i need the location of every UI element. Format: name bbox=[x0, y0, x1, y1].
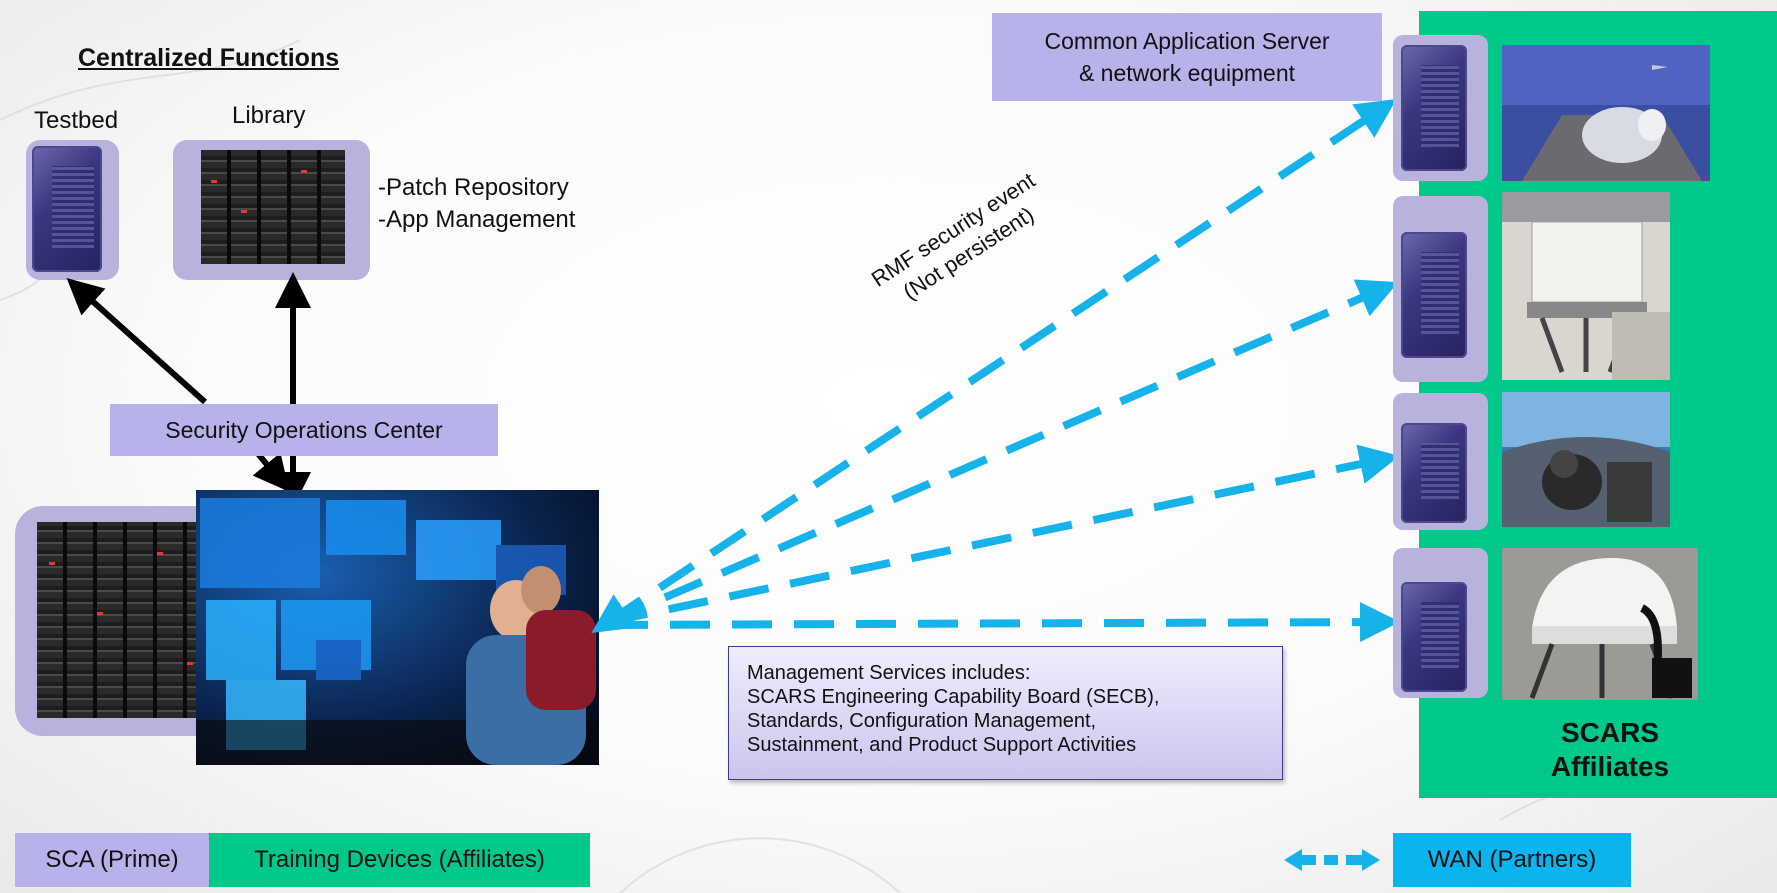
server-icon bbox=[1401, 45, 1467, 171]
centralized-functions-title: Centralized Functions bbox=[78, 44, 340, 72]
arrow-to-testbed bbox=[66, 277, 208, 405]
operations-photo bbox=[196, 490, 599, 765]
affiliate-server-tile-3 bbox=[1393, 393, 1488, 530]
library-item-app-management: -App Management bbox=[378, 206, 576, 233]
cas-line1: Common Application Server bbox=[1044, 28, 1330, 54]
legend-wan-partners: WAN (Partners) bbox=[1393, 833, 1631, 887]
management-line-4: Sustainment, and Product Support Activit… bbox=[747, 734, 1137, 756]
scars-affiliates-label: SCARS Affiliates bbox=[1510, 716, 1710, 784]
common-application-server-label: Common Application Server & network equi… bbox=[992, 13, 1382, 101]
wan-arrow-1 bbox=[591, 98, 1397, 634]
affiliate-server-tile-4 bbox=[1393, 548, 1488, 698]
management-line-2: SCARS Engineering Capability Board (SECB… bbox=[747, 686, 1160, 708]
wan-arrow-3 bbox=[607, 444, 1400, 626]
cas-line2: & network equipment bbox=[1078, 60, 1296, 86]
simulator-photo-3 bbox=[1502, 392, 1670, 527]
affiliates-line2: Affiliates bbox=[1550, 751, 1670, 782]
rack-photo bbox=[37, 522, 227, 718]
rack-photo bbox=[201, 150, 345, 264]
server-icon bbox=[1401, 582, 1467, 692]
simulator-photo-4 bbox=[1502, 548, 1698, 700]
library-rack-tile bbox=[173, 140, 370, 280]
wan-arrow-4 bbox=[607, 602, 1400, 643]
server-icon bbox=[32, 146, 102, 272]
management-line-1: Management Services includes: bbox=[747, 662, 1031, 684]
double-arrow-icon bbox=[1284, 849, 1380, 871]
affiliate-server-tile-1 bbox=[1393, 35, 1488, 181]
legend-training-devices: Training Devices (Affiliates) bbox=[209, 833, 590, 887]
affiliate-server-tile-2 bbox=[1393, 196, 1488, 382]
management-services-box: Management Services includes: SCARS Engi… bbox=[728, 646, 1283, 780]
wan-arrow-2 bbox=[606, 279, 1399, 626]
testbed-server-tile bbox=[26, 140, 119, 280]
testbed-label: Testbed bbox=[34, 107, 119, 134]
server-icon bbox=[1401, 423, 1467, 523]
server-icon bbox=[1401, 232, 1467, 358]
library-item-patch-repository: -Patch Repository bbox=[378, 174, 569, 201]
soc-label: Security Operations Center bbox=[110, 404, 498, 456]
management-line-3: Standards, Configuration Management, bbox=[747, 710, 1097, 732]
affiliates-line1: SCARS bbox=[1560, 717, 1659, 748]
legend-sca-prime: SCA (Prime) bbox=[15, 833, 209, 887]
library-label: Library bbox=[232, 102, 306, 129]
simulator-photo-2 bbox=[1502, 192, 1670, 380]
simulator-photo-1 bbox=[1502, 45, 1710, 181]
